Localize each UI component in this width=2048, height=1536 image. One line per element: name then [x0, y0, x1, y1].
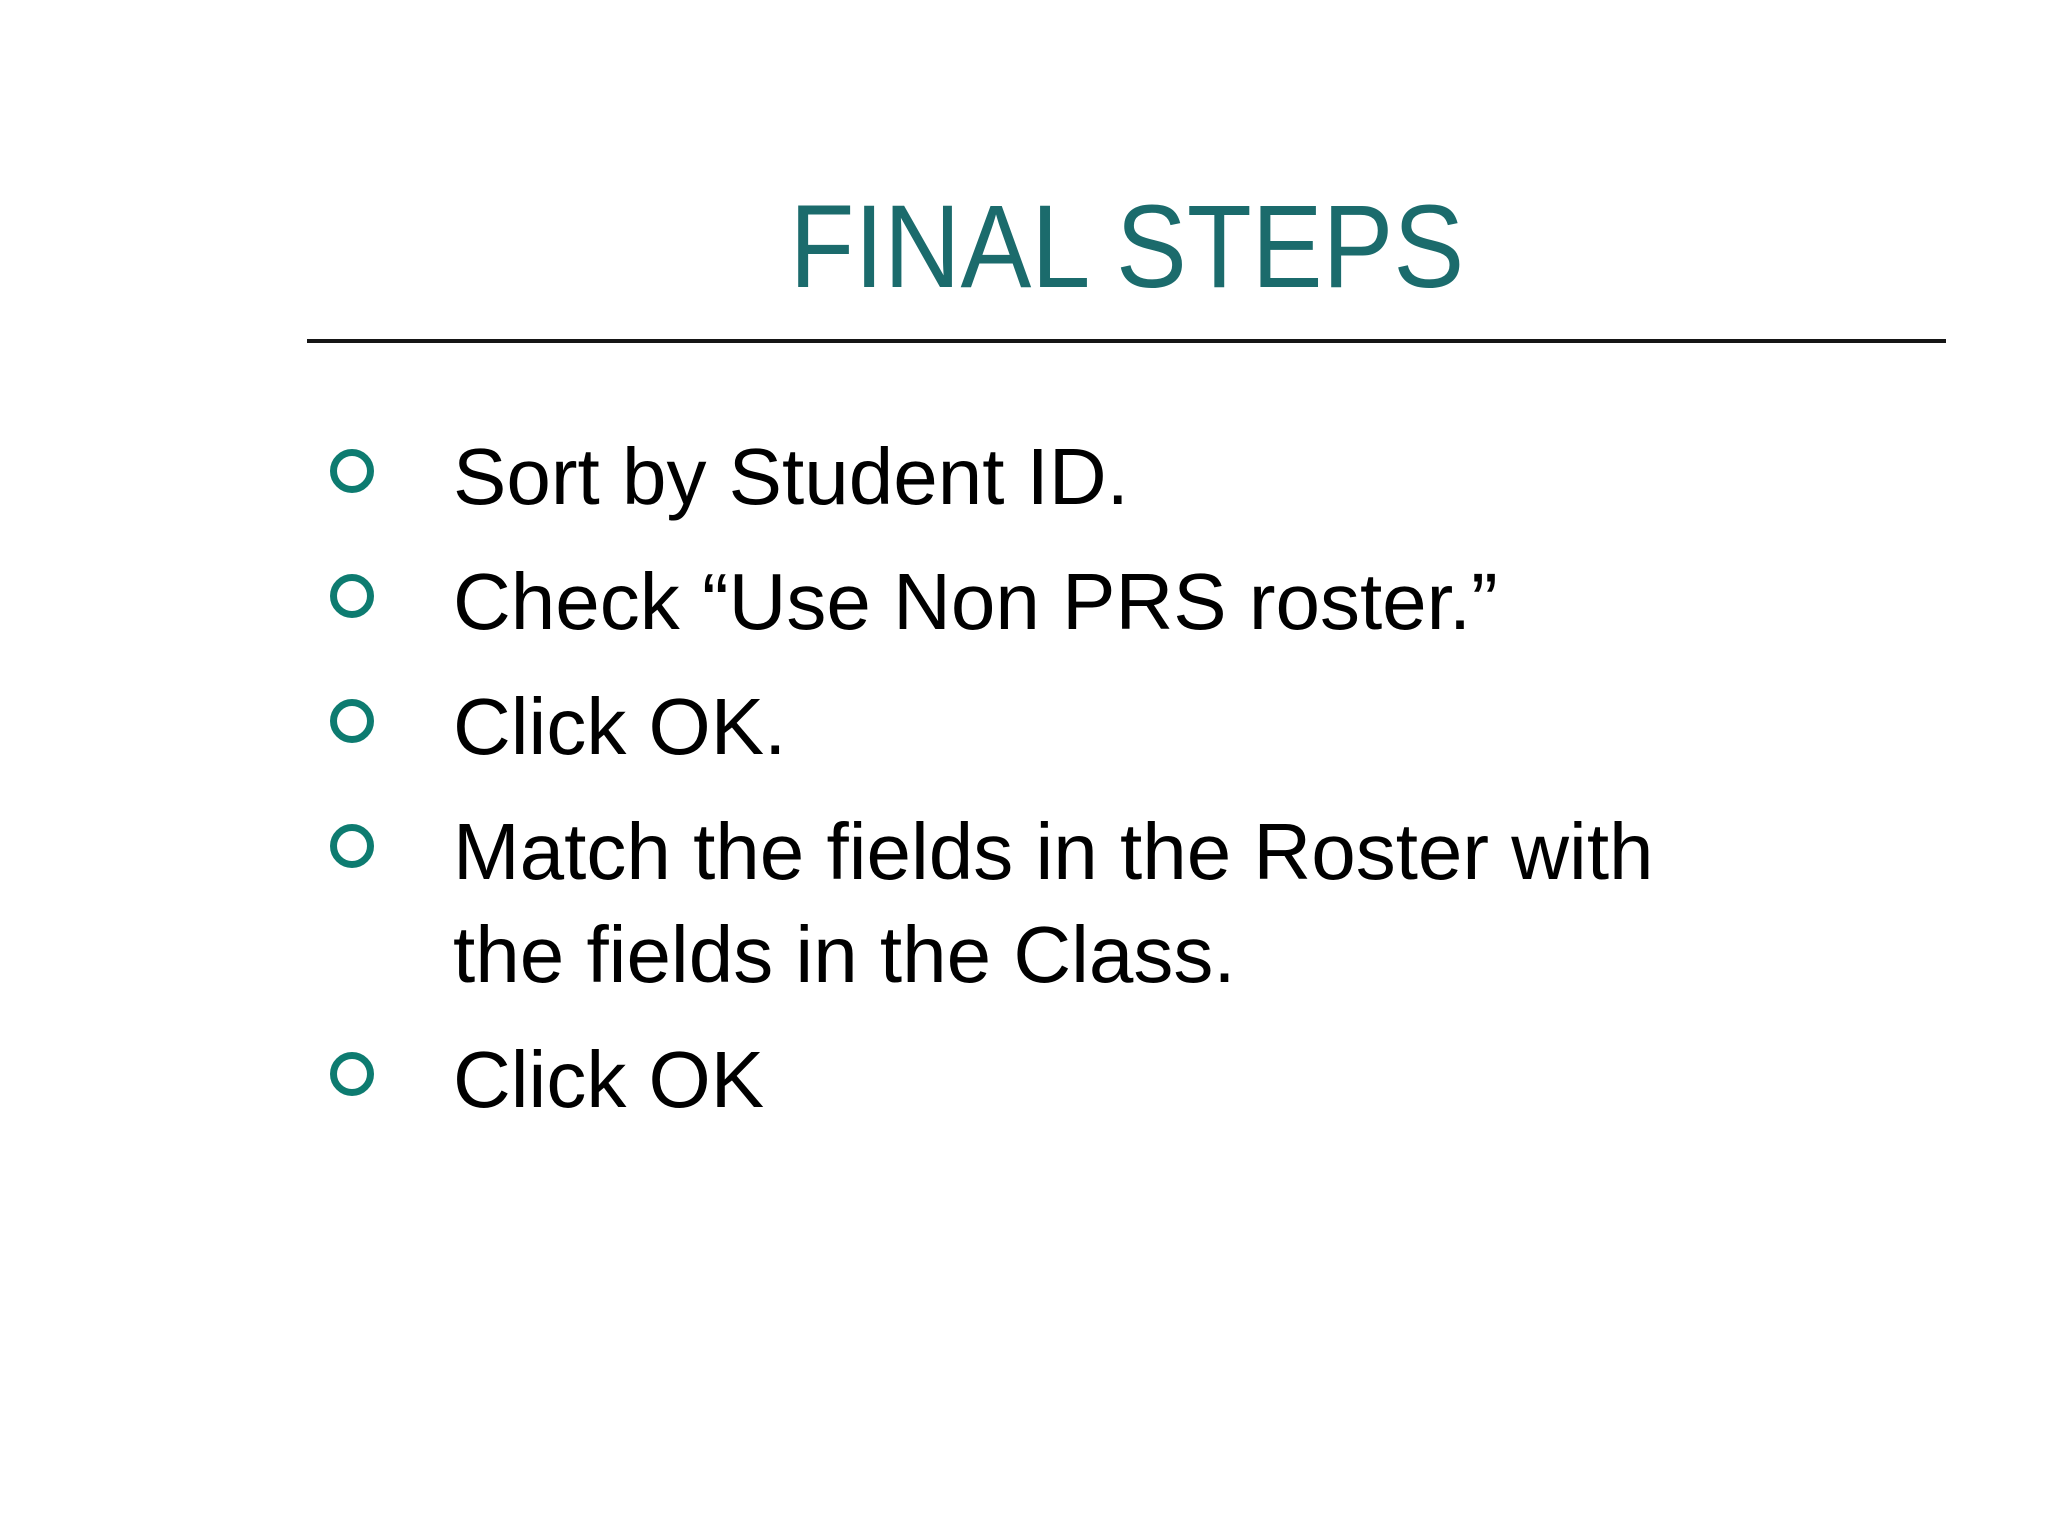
bullet-text: Sort by Student ID.: [453, 432, 1129, 521]
circle-bullet-icon: [330, 824, 374, 868]
list-item: Check “Use Non PRS roster.”: [330, 550, 1753, 653]
bullet-text: Click OK.: [453, 682, 787, 771]
bullet-list: Sort by Student ID. Check “Use Non PRS r…: [330, 425, 1753, 1153]
page-title: FINAL STEPS: [789, 181, 1464, 313]
title-block: FINAL STEPS: [307, 181, 1946, 313]
list-item: Click OK.: [330, 675, 1753, 778]
circle-bullet-icon: [330, 574, 374, 618]
bullet-text: Check “Use Non PRS roster.”: [453, 557, 1498, 646]
list-item: Match the fields in the Roster with the …: [330, 800, 1753, 1006]
bullet-text: Click OK: [453, 1035, 765, 1124]
list-item: Click OK: [330, 1028, 1753, 1131]
list-item: Sort by Student ID.: [330, 425, 1753, 528]
circle-bullet-icon: [330, 1052, 374, 1096]
title-underline: [307, 339, 1946, 343]
circle-bullet-icon: [330, 449, 374, 493]
circle-bullet-icon: [330, 699, 374, 743]
bullet-text: Match the fields in the Roster with the …: [453, 807, 1654, 999]
